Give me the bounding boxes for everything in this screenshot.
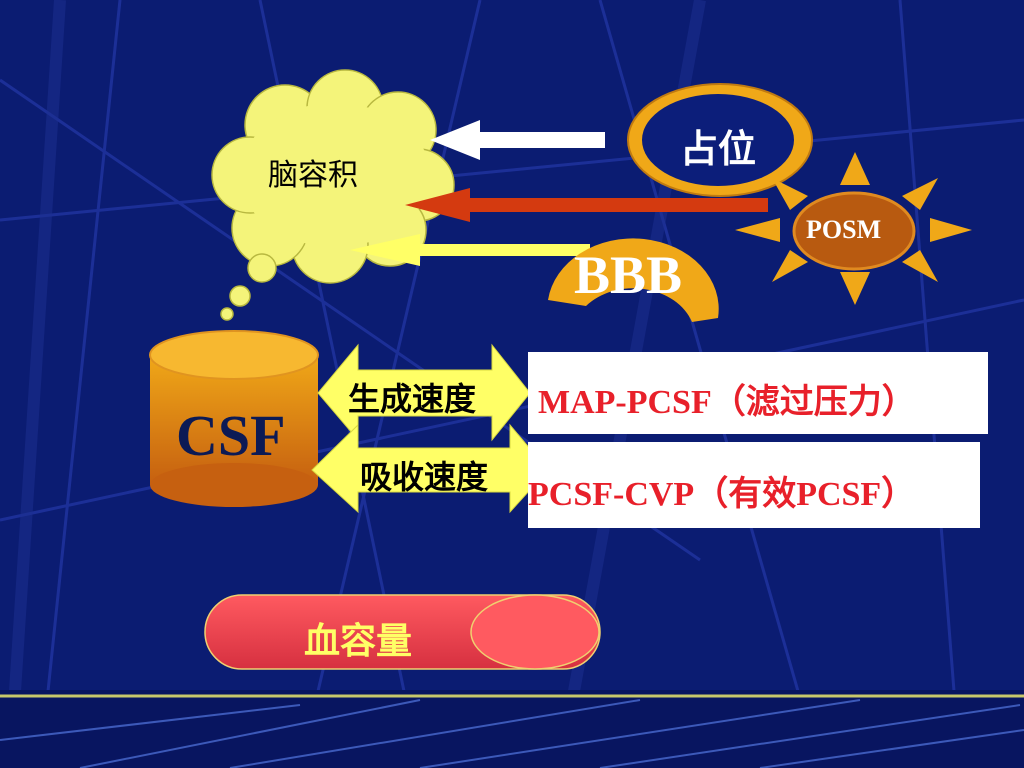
- white-arrow: [430, 120, 605, 160]
- occupying-label: 占位: [680, 126, 757, 171]
- blood-volume-label: 血容量: [304, 620, 413, 662]
- pcsf-cvp-label: PCSF-CVP（有效PCSF）: [528, 476, 916, 513]
- brain-volume-cloud: [211, 69, 455, 321]
- formation-rate-label: 生成速度: [348, 380, 477, 418]
- csf-label: CSF: [176, 403, 286, 468]
- posm-sun: [735, 152, 972, 305]
- red-arrow: [405, 188, 768, 222]
- csf-cylinder: [149, 330, 319, 507]
- pcsf-cvp-box: [528, 442, 980, 528]
- bbb-arc: [548, 238, 719, 322]
- posm-label: POSM: [806, 215, 882, 244]
- yellow-arrow: [350, 234, 590, 266]
- absorption-rate-label: 吸收速度: [360, 458, 489, 496]
- map-pcsf-box: [528, 352, 988, 434]
- map-pcsf-label: MAP-PCSF（滤过压力）: [538, 384, 916, 421]
- brain-volume-label: 脑容积: [268, 158, 358, 193]
- bbb-label: BBB: [574, 245, 683, 305]
